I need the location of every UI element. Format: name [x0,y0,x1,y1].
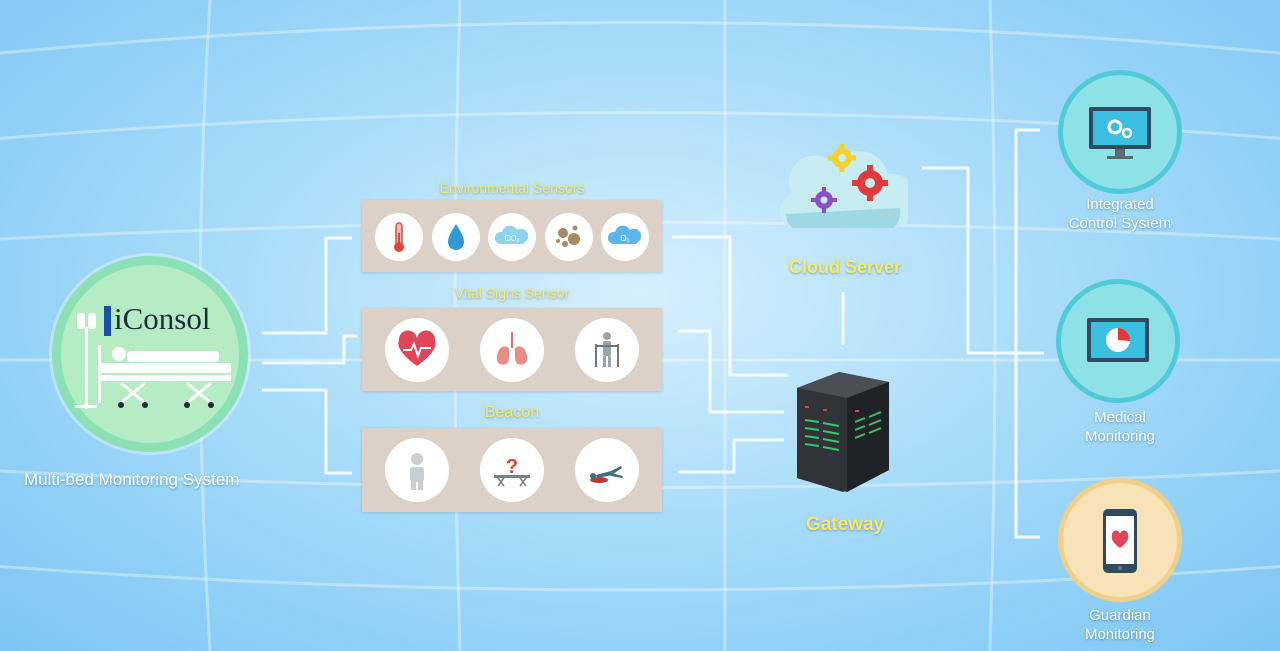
beacon-title: Beacon [484,404,540,421]
logo-mark [104,306,111,336]
guardian-monitoring-label-line1: Guardian [1089,607,1151,624]
bed-question-icon: ? [480,438,544,502]
monitor-gears-icon [1089,107,1151,159]
environmental-sensors-title: Environmental Sensors [439,180,585,196]
guardian-monitoring-label-line2: Monitoring [1084,626,1156,643]
fallen-person-icon [575,438,639,502]
monitoring-system-label: Multi-bed Monitoring System [24,470,240,489]
person-icon [385,438,449,502]
integrated-control-label-line2: Control System [1068,215,1172,232]
cloud-server-icon [776,128,919,238]
heart-rate-icon [385,318,449,382]
gateway-label: Gateway [805,514,885,535]
hospital-bed-icon [75,313,231,409]
o2-label: O₂ [620,234,629,243]
integrated-control-label: Integrated Control System [1040,195,1200,233]
o2-cloud-icon: O₂ [601,213,649,261]
co2-cloud-icon: CO₂ [488,213,536,261]
medical-monitoring-label-line1: Medical [1094,409,1146,426]
walker-icon [575,318,639,382]
monitor-pie-chart-icon [1087,318,1149,362]
guardian-monitoring-label: Guardian Monitoring [1040,606,1200,644]
consol-logo: iConsol [114,301,211,336]
vital-signs-title: Vital Signs Sensor [454,285,570,301]
lungs-icon [480,318,544,382]
integrated-control-label-line1: Integrated [1086,196,1154,213]
gateway-server-icon [793,360,893,495]
smartphone-heart-icon [1103,509,1137,573]
question-mark: ? [506,456,518,478]
water-drop-icon [432,213,480,261]
thermometer-icon [375,213,423,261]
monitoring-system-circle [52,256,248,452]
dust-particles-icon [545,213,593,261]
co2-label: CO₂ [504,234,519,243]
integrated-control-circle [1058,70,1182,194]
medical-monitoring-label: Medical Monitoring [1040,408,1200,446]
guardian-monitoring-circle [1058,478,1182,602]
medical-monitoring-label-line2: Monitoring [1084,428,1156,445]
cloud-server-label: Cloud Server [788,257,902,277]
medical-monitoring-circle [1056,279,1180,403]
